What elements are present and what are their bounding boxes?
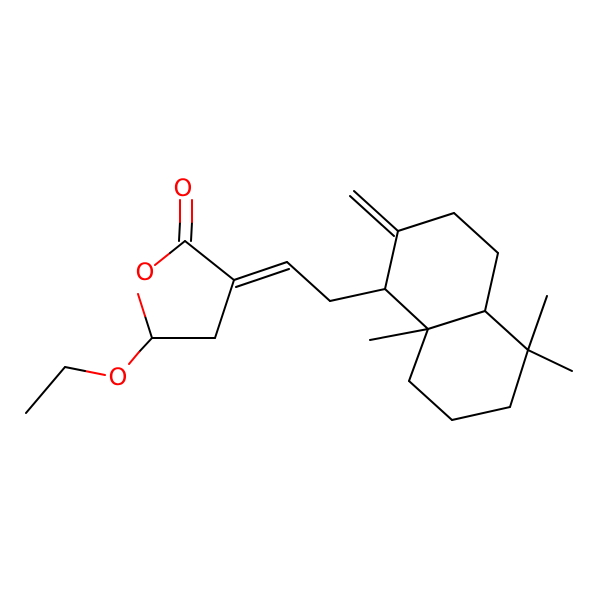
bond-ch2-c1 <box>329 288 386 302</box>
bond-c3r-c4r <box>453 212 499 254</box>
methyl-bond-c5r-right <box>527 349 573 372</box>
bond-c7r-c8r <box>408 380 453 421</box>
bond-c8a-c1 <box>384 288 429 330</box>
bond-ch-ch2 <box>286 261 331 302</box>
bond-c5-o-ether <box>128 337 153 365</box>
methylene-double-bond <box>349 190 399 237</box>
carbonyl-double-bond <box>178 199 193 242</box>
bond-ch2-ch3 <box>25 366 66 414</box>
methyl-bond-c5r-upper <box>527 295 548 351</box>
bond-o-ring-c2 <box>154 240 186 266</box>
bond-c4a-c8a <box>427 310 486 330</box>
bond-c3-c4 <box>214 279 235 339</box>
bond-o-ether-ch2 <box>64 366 106 376</box>
atom-label-o-ether: O <box>109 363 128 391</box>
alkene-double-bond <box>233 261 290 288</box>
bond-c4r-c4a <box>484 252 499 312</box>
atom-label-o-ring: O <box>136 258 155 286</box>
bond-c5-o-ring <box>137 293 153 339</box>
methyl-bond-c8a <box>369 328 429 341</box>
bond-c8r-c8a <box>408 328 429 382</box>
bond-c4a-c5r <box>484 310 529 351</box>
bond-c1-c2r <box>384 230 399 290</box>
bond-c2-c3 <box>184 240 235 281</box>
bond-c5r-c6r <box>509 349 529 408</box>
bond-c6r-c7r <box>451 406 511 421</box>
atom-label-o-carbonyl: O <box>174 174 193 202</box>
bond-c2r-c3r <box>397 212 455 232</box>
